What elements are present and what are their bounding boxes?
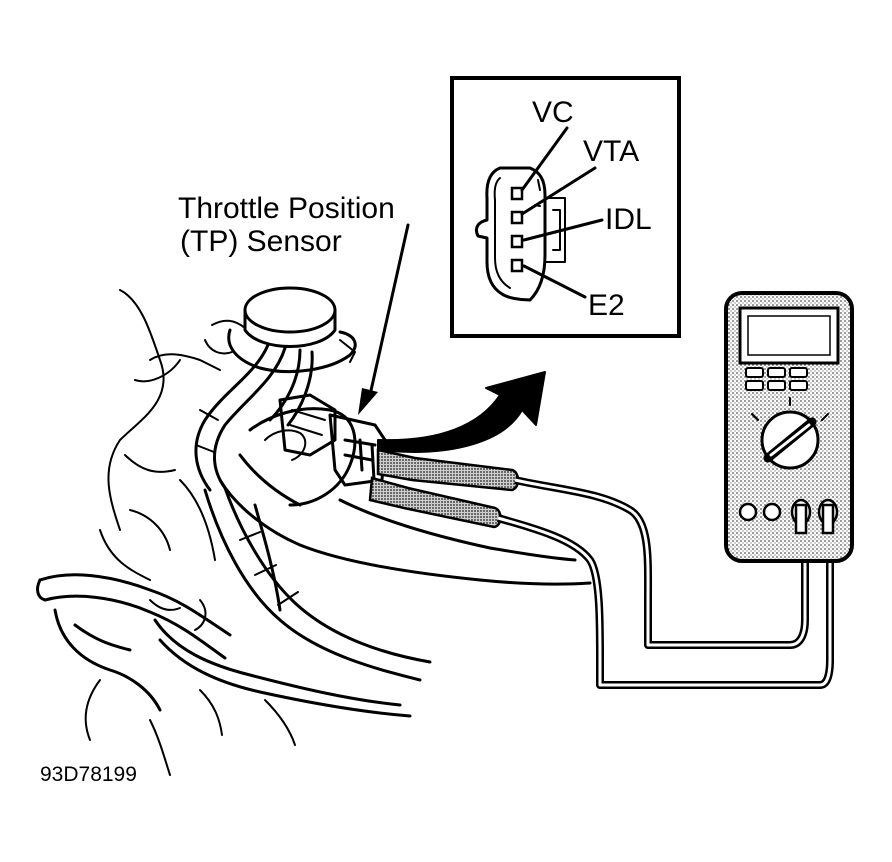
leader-idl (522, 218, 604, 242)
leader-vta (520, 166, 597, 216)
pin-label-vc: VC (532, 96, 574, 129)
sensor-label-line2: (TP) Sensor (180, 225, 342, 258)
meter-rotary-dial (751, 397, 829, 470)
meter-buttons (745, 367, 808, 391)
pin-label-vta: VTA (583, 135, 639, 168)
pin-idl (510, 234, 524, 249)
pin-e2 (510, 258, 524, 273)
meter-jacks (738, 498, 839, 535)
multimeter (724, 291, 854, 563)
engine-throttle-body-illustration (36, 223, 592, 776)
pin-label-e2: E2 (588, 289, 625, 322)
leader-vc (520, 126, 569, 192)
leader-e2 (522, 264, 587, 299)
pin-vta (510, 210, 524, 225)
meter-display (738, 306, 840, 365)
pin-label-idl: IDL (605, 203, 652, 236)
curved-arrow-icon (377, 371, 546, 453)
pin-vc (510, 186, 524, 201)
test-leads (368, 448, 834, 689)
sensor-label-line1: Throttle Position (178, 192, 395, 225)
probe-upper (376, 448, 520, 492)
figure-id: 93D78199 (40, 763, 137, 786)
connector-inset: VC VTA IDL E2 (450, 76, 681, 338)
